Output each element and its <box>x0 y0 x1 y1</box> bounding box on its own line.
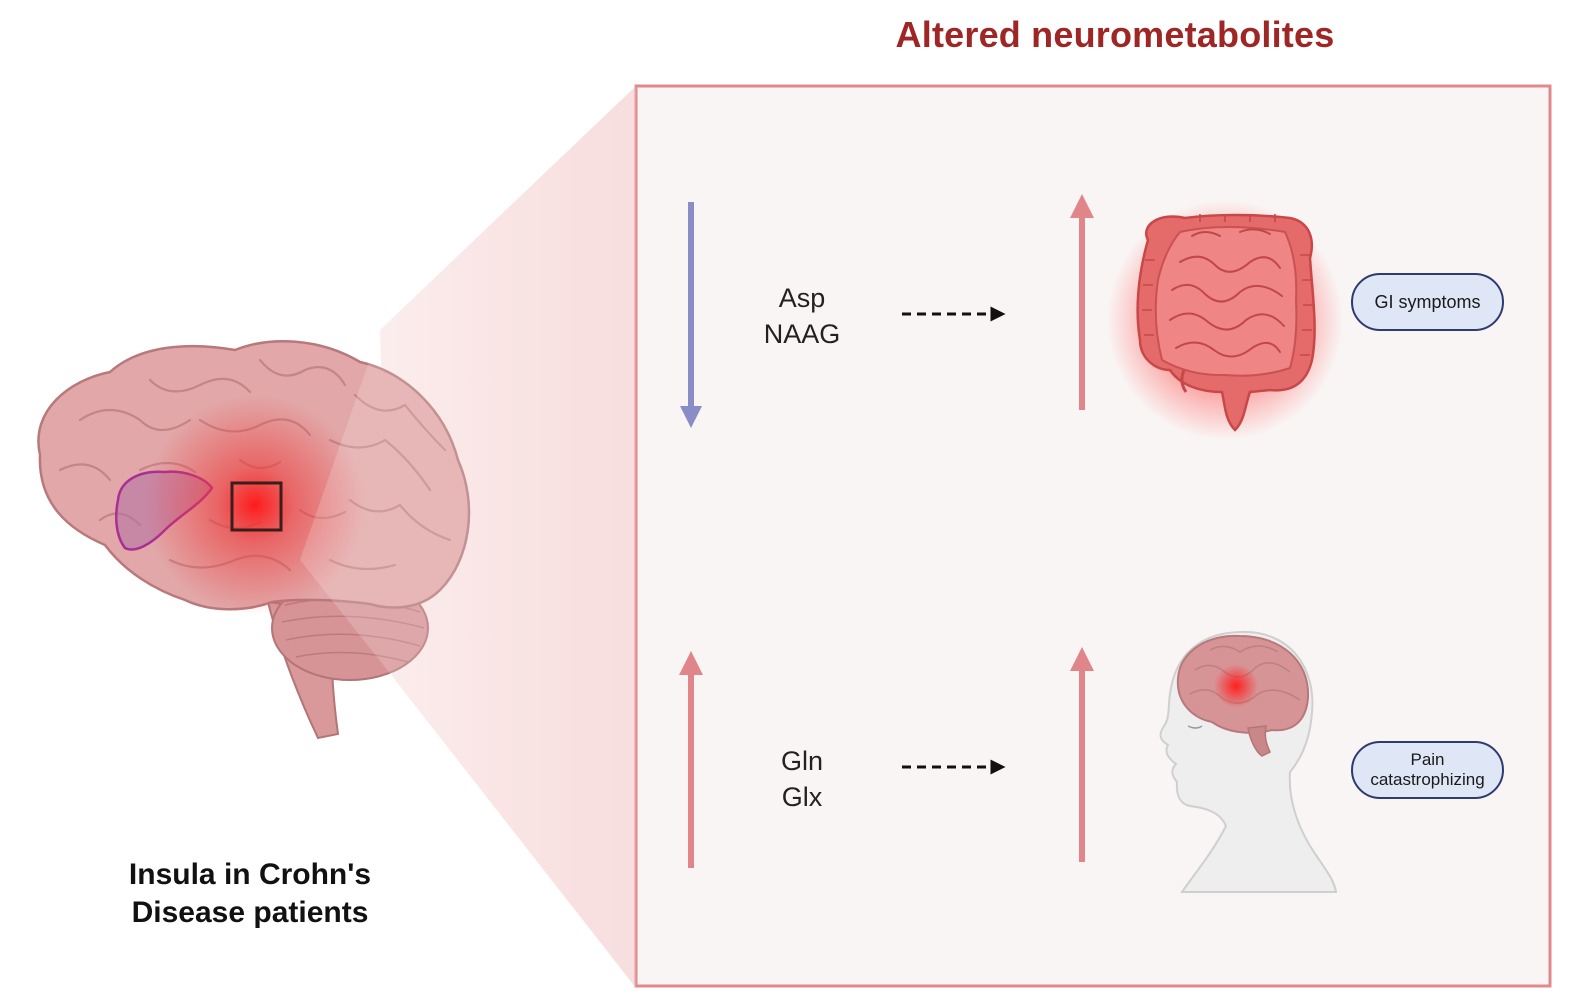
gi-symptoms-increase-arrow <box>1070 194 1094 410</box>
caption-line-2: Disease patients <box>131 896 369 929</box>
brain-hotspot <box>145 395 365 615</box>
head-profile-illustration <box>1159 630 1338 893</box>
metabolite-asp: Asp <box>778 283 826 313</box>
pain-increase-arrow <box>1070 647 1094 862</box>
metabolite-gln: Gln <box>780 746 824 776</box>
metabolite-panel <box>634 84 1552 988</box>
zoom-projection <box>380 86 636 988</box>
pain-label-line2: catastrophizing <box>1370 770 1485 789</box>
metabolite-glx: Glx <box>781 782 823 812</box>
metabolite-naag: NAAG <box>763 319 841 349</box>
roi-box <box>230 481 283 532</box>
gi-symptoms-label: GI symptoms <box>1374 291 1481 312</box>
figure-caption: Insula in Crohn's Disease patients <box>90 856 410 932</box>
metabolites-row1: Asp NAAG <box>722 280 882 352</box>
pain-catastrophizing-pill: Pain catastrophizing <box>1351 741 1504 799</box>
metabolites-row2: Gln Glx <box>722 743 882 815</box>
gi-symptoms-pill: GI symptoms <box>1351 273 1504 331</box>
caption-line-1: Insula in Crohn's <box>128 858 372 891</box>
panel-title: Altered neurometabolites <box>895 14 1335 55</box>
pain-label-line1: Pain <box>1410 750 1445 769</box>
asp-naag-decrease-arrow <box>680 202 702 428</box>
cone-overlay <box>300 86 636 988</box>
gln-glx-increase-arrow <box>679 651 703 868</box>
intestine-illustration <box>1107 200 1343 440</box>
